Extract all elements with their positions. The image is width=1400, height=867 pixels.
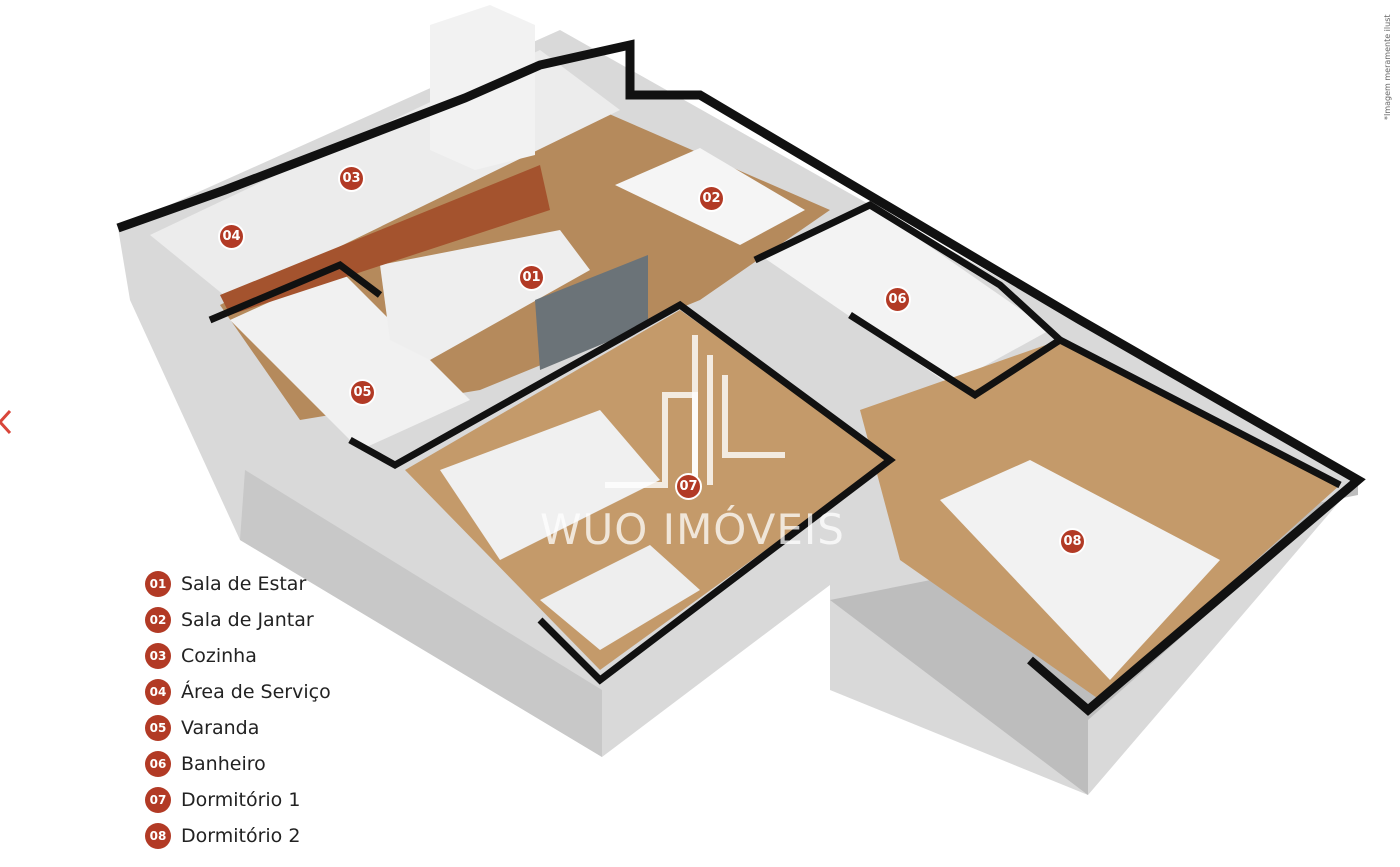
floor-dorm1 bbox=[405, 310, 890, 670]
room-marker-05: 05 bbox=[349, 379, 376, 406]
legend-number: 07 bbox=[145, 787, 171, 813]
legend-item: 03 Cozinha bbox=[145, 638, 331, 674]
legend-number: 04 bbox=[145, 679, 171, 705]
disclaimer-text: *Imagem meramente ilust bbox=[1383, 14, 1392, 120]
wall-inner-4 bbox=[1058, 336, 1342, 489]
legend-item: 08 Dormitório 2 bbox=[145, 818, 331, 854]
wall-tops bbox=[116, 39, 1366, 716]
legend-item: 05 Varanda bbox=[145, 710, 331, 746]
room-marker-07: 07 bbox=[675, 473, 702, 500]
room-marker-03: 03 bbox=[338, 165, 365, 192]
watermark-text: WUO IMÓVEIS bbox=[540, 505, 845, 554]
wall-inner-1 bbox=[208, 260, 383, 324]
legend-label: Dormitório 2 bbox=[181, 825, 301, 847]
bed-dorm1-b bbox=[540, 545, 700, 650]
legend-item: 06 Banheiro bbox=[145, 746, 331, 782]
legend-number: 02 bbox=[145, 607, 171, 633]
wall-inner-3 bbox=[753, 201, 1066, 400]
previous-image-button[interactable] bbox=[0, 405, 16, 445]
room-marker-06: 06 bbox=[884, 286, 911, 313]
legend-number: 08 bbox=[145, 823, 171, 849]
sofa bbox=[380, 230, 590, 360]
room-marker-02: 02 bbox=[698, 185, 725, 212]
legend-item: 01 Sala de Estar bbox=[145, 566, 331, 602]
legend-label: Sala de Jantar bbox=[181, 609, 314, 631]
legend-number: 05 bbox=[145, 715, 171, 741]
legend-item: 04 Área de Serviço bbox=[145, 674, 331, 710]
legend-label: Dormitório 1 bbox=[181, 789, 301, 811]
legend-label: Varanda bbox=[181, 717, 260, 739]
legend-label: Banheiro bbox=[181, 753, 266, 775]
room-legend: 01 Sala de Estar 02 Sala de Jantar 03 Cozin… bbox=[145, 566, 331, 854]
legend-label: Área de Serviço bbox=[181, 681, 331, 703]
floor-balcony bbox=[230, 270, 470, 450]
legend-item: 07 Dormitório 1 bbox=[145, 782, 331, 818]
legend-label: Sala de Estar bbox=[181, 573, 307, 595]
bed-dorm1 bbox=[440, 410, 660, 560]
tv bbox=[535, 255, 648, 370]
wall-inner-2 bbox=[348, 300, 896, 685]
legend-number: 06 bbox=[145, 751, 171, 777]
room-marker-08: 08 bbox=[1059, 528, 1086, 555]
legend-label: Cozinha bbox=[181, 645, 257, 667]
room-marker-01: 01 bbox=[518, 264, 545, 291]
legend-item: 02 Sala de Jantar bbox=[145, 602, 331, 638]
bed-dorm2 bbox=[940, 460, 1220, 680]
room-marker-04: 04 bbox=[218, 223, 245, 250]
chevron-left-icon bbox=[0, 409, 12, 435]
watermark-logo-icon bbox=[605, 335, 785, 488]
legend-number: 03 bbox=[145, 643, 171, 669]
plan-side-wall bbox=[240, 470, 602, 757]
legend-number: 01 bbox=[145, 571, 171, 597]
